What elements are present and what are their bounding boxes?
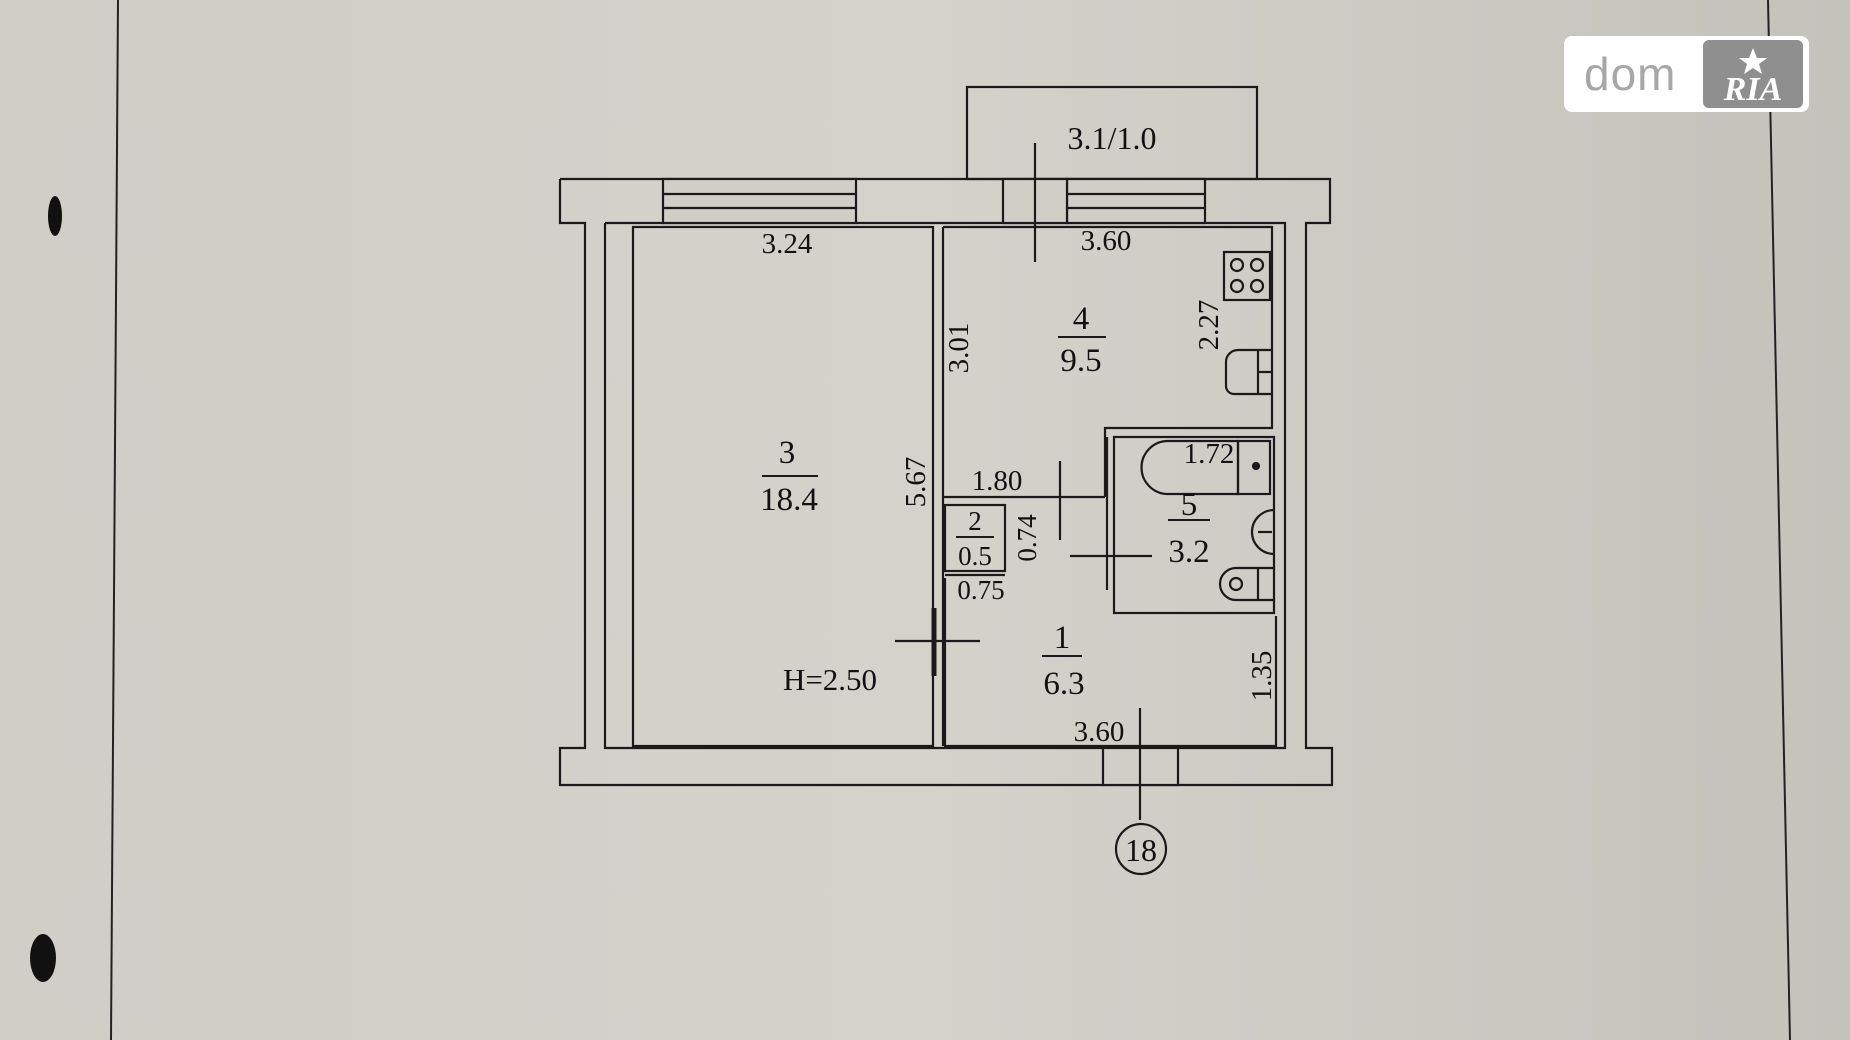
toilet	[1218, 566, 1274, 602]
window-right	[1065, 177, 1207, 225]
dim-bath-width: 1.72	[1184, 438, 1235, 470]
watermark-badge: RIA	[1703, 40, 1803, 108]
unit-number: 18	[1125, 832, 1157, 868]
fraction-bars	[762, 336, 1210, 657]
room-3-number: 3	[779, 435, 796, 471]
room-3-area: 18.4	[760, 482, 818, 518]
ceiling-height-label: H=2.50	[783, 662, 877, 697]
punch-hole-bottom	[30, 934, 56, 982]
toilet-bowl	[1228, 576, 1244, 592]
balcony-door	[1001, 143, 1069, 262]
unit-number-marker: 18	[1114, 822, 1168, 876]
room-2-number: 2	[968, 506, 982, 536]
burner-4	[1249, 278, 1265, 294]
room-5-number: 5	[1181, 487, 1198, 523]
room-1-outline	[943, 578, 1278, 748]
balcony-area-label: 3.1/1.0	[1068, 120, 1157, 156]
star-icon: RIA	[1723, 48, 1783, 108]
exterior-wall	[558, 177, 1334, 787]
entrance-door	[1101, 708, 1180, 820]
dim-hall-depth: 1.35	[1246, 651, 1278, 702]
room-2-outline	[943, 503, 1007, 573]
room-4-number: 4	[1073, 301, 1090, 337]
burner-1	[1229, 257, 1245, 273]
room-5-area: 3.2	[1168, 534, 1209, 570]
dim-hall-bottom-width: 3.60	[1074, 716, 1125, 748]
kitchen-sink	[1224, 348, 1272, 396]
dim-room3-width: 3.24	[762, 228, 813, 260]
burner-3	[1229, 278, 1245, 294]
bath-tap	[1236, 439, 1272, 496]
page-border-right	[1767, 0, 1791, 1040]
dim-room4-depth: 3.01	[943, 323, 975, 374]
room-1-area: 6.3	[1043, 666, 1084, 702]
apartment-plan	[558, 85, 1334, 820]
bathroom-outline	[1112, 435, 1276, 615]
dim-kitchen-wall: 2.27	[1193, 300, 1225, 351]
dim-room3-depth: 5.67	[900, 457, 932, 508]
room-1-number: 1	[1054, 620, 1071, 656]
page-border-left	[110, 0, 119, 1040]
room-3-outline	[631, 225, 935, 748]
bath-sink	[1250, 508, 1275, 556]
bathtub	[1140, 439, 1240, 496]
dim-closet-depth: 0.74	[1012, 514, 1042, 562]
watermark-badge-text: RIA	[1723, 71, 1783, 108]
dim-hall-width: 1.80	[972, 465, 1023, 497]
stove	[1222, 250, 1272, 302]
punch-hole-top	[48, 196, 62, 236]
room-4-area: 9.5	[1060, 343, 1101, 379]
watermark-logo: dom RIA	[1564, 36, 1809, 112]
window-left	[661, 177, 858, 225]
unit-number-circle	[1114, 822, 1168, 876]
room-2-area: 0.5	[958, 541, 992, 571]
room-4-outline	[943, 225, 1274, 497]
bath-drain	[1251, 461, 1261, 471]
burner-2	[1249, 257, 1265, 273]
dim-closet-width: 0.75	[957, 575, 1004, 605]
watermark-text: dom	[1584, 48, 1677, 100]
dim-room4-width: 3.60	[1081, 225, 1132, 257]
